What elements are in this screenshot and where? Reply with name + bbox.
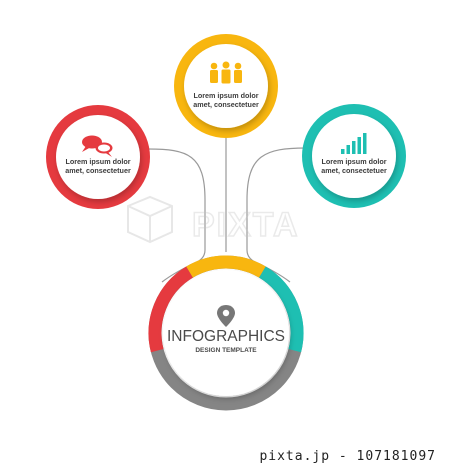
watermark: PIXTA <box>127 195 300 245</box>
connector-lines <box>147 132 307 283</box>
node-right-inner <box>312 114 396 198</box>
bar-chart-icon <box>341 133 367 154</box>
node-top-inner <box>184 44 268 128</box>
location-pin-icon <box>217 305 235 327</box>
footer: pixta.jp - 107181097 <box>0 443 450 469</box>
hub-ring-yellow <box>186 255 266 278</box>
hub-ring-red <box>148 266 194 353</box>
hub-ring <box>148 255 304 411</box>
node-top-line2: amet, consectetuer <box>193 100 259 109</box>
node-left-line2: amet, consectetuer <box>65 166 131 175</box>
hub: INFOGRAPHICS DESIGN TEMPLATE <box>148 255 304 411</box>
speech-bubbles-icon <box>82 135 113 157</box>
node-top: Lorem ipsum dolor amet, consectetuer <box>174 34 278 138</box>
watermark-text: PIXTA <box>192 206 300 244</box>
node-right-line2: amet, consectetuer <box>321 166 387 175</box>
watermark-cube-icon <box>127 195 173 244</box>
footer-credit: pixta.jp - 107181097 <box>259 449 436 464</box>
node-right: Lorem ipsum dolor amet, consectetuer <box>302 104 406 208</box>
hub-ring-teal <box>258 266 304 353</box>
node-left-line1: Lorem ipsum dolor <box>65 157 130 166</box>
hub-subtitle: DESIGN TEMPLATE <box>195 347 257 354</box>
people-group-icon <box>210 61 242 84</box>
connector-right <box>246 147 307 283</box>
node-left-inner <box>56 115 140 199</box>
connector-left <box>147 148 206 283</box>
hub-inner <box>163 270 289 396</box>
node-right-line1: Lorem ipsum dolor <box>321 157 386 166</box>
node-left: Lorem ipsum dolor amet, consectetuer <box>46 105 150 209</box>
hub-title: INFOGRAPHICS <box>167 328 285 345</box>
node-top-line1: Lorem ipsum dolor <box>193 91 258 100</box>
